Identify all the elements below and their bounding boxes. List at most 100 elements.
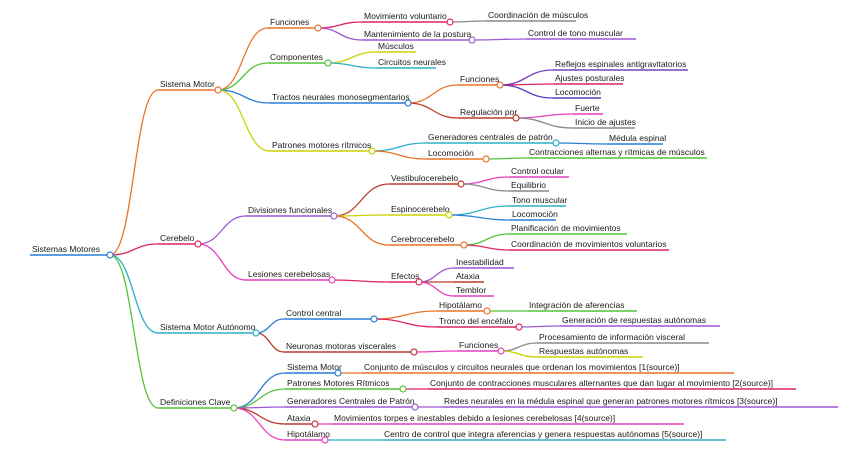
collapse-toggle-icon[interactable] xyxy=(324,59,332,67)
collapse-toggle-icon[interactable] xyxy=(328,276,336,284)
node-label: Contracciones alternas y rítmicas de mús… xyxy=(529,147,705,157)
connector-line xyxy=(515,113,574,119)
map-node: Integración de aferencias xyxy=(527,300,637,312)
connector-line xyxy=(463,233,510,246)
collapse-toggle-icon[interactable] xyxy=(497,347,505,355)
node-label: Redes neurales en la médula espinal que … xyxy=(444,396,778,406)
map-node: Movimiento voluntario xyxy=(362,11,450,23)
map-node: Ataxia xyxy=(454,271,484,283)
map-node: Espinocerebelo xyxy=(389,204,450,216)
node-label: Generadores Centrales de Patrón xyxy=(287,396,415,406)
node-label: Funciones xyxy=(460,74,499,84)
collapse-toggle-icon[interactable] xyxy=(214,86,222,94)
collapse-toggle-icon[interactable] xyxy=(482,155,490,163)
connector-line xyxy=(109,254,159,334)
collapse-toggle-icon[interactable] xyxy=(460,241,468,249)
map-node: Sistema Motor xyxy=(158,79,218,91)
node-label: Mantenimiento de la postura xyxy=(364,29,472,39)
connector-line xyxy=(413,350,458,353)
node-label: Tronco del encéfalo xyxy=(439,316,514,326)
map-node: Conjunto de contracciones musculares alt… xyxy=(428,378,796,390)
map-node: Ataxia xyxy=(285,413,315,425)
connector-line xyxy=(371,142,427,152)
connector-line xyxy=(109,254,159,409)
connector-line xyxy=(418,267,455,283)
collapse-toggle-icon[interactable] xyxy=(368,147,376,155)
map-node: Sistema Motor xyxy=(285,362,342,374)
collapse-toggle-icon[interactable] xyxy=(370,315,378,323)
node-label: Generadores centrales de patrón xyxy=(428,132,553,142)
root-node: Sistemas Motores xyxy=(30,244,110,256)
connector-line xyxy=(317,27,363,41)
node-label: Hipotálamo xyxy=(287,429,330,439)
node-label: Control central xyxy=(286,308,341,318)
map-node: Patrones Motores Rítmicos xyxy=(285,378,403,390)
collapse-toggle-icon[interactable] xyxy=(314,24,322,32)
collapse-toggle-icon[interactable] xyxy=(552,139,560,147)
collapse-toggle-icon[interactable] xyxy=(311,420,319,428)
map-node: Coordinación de músculos xyxy=(486,10,588,22)
collapse-toggle-icon[interactable] xyxy=(252,329,260,337)
map-node: Efectos xyxy=(389,271,419,283)
map-node: Tronco del encéfalo xyxy=(437,316,519,328)
collapse-toggle-icon[interactable] xyxy=(512,114,520,122)
collapse-toggle-icon[interactable] xyxy=(334,369,342,377)
collapse-toggle-icon[interactable] xyxy=(446,18,454,26)
connector-line xyxy=(460,183,510,192)
map-node: Reflejos espinales antigravitatorios xyxy=(553,59,688,71)
connector-line xyxy=(471,38,527,41)
collapse-toggle-icon[interactable] xyxy=(445,211,453,219)
node-label: Circuitos neurales xyxy=(378,57,446,67)
map-node: Generación de respuestas autónomas xyxy=(560,315,720,327)
map-node: Circuitos neurales xyxy=(376,57,446,69)
collapse-toggle-icon[interactable] xyxy=(399,385,407,393)
connector-line xyxy=(217,89,271,104)
collapse-toggle-icon[interactable] xyxy=(496,81,504,89)
map-node: Ajustes posturales xyxy=(553,73,624,85)
connector-line xyxy=(255,332,285,353)
collapse-toggle-icon[interactable] xyxy=(106,251,114,259)
connector-line xyxy=(518,325,561,328)
node-label: Funciones xyxy=(459,340,498,350)
connector-line xyxy=(460,176,510,185)
connector-line xyxy=(217,89,271,152)
connector-line xyxy=(327,51,377,64)
collapse-toggle-icon[interactable] xyxy=(483,307,491,315)
collapse-toggle-icon[interactable] xyxy=(321,436,329,444)
connector-line xyxy=(371,150,427,160)
map-node: Contracciones alternas y rítmicas de mús… xyxy=(527,147,707,159)
collapse-toggle-icon[interactable] xyxy=(457,180,465,188)
connector-line xyxy=(463,244,510,251)
connector-line xyxy=(407,84,459,104)
collapse-toggle-icon[interactable] xyxy=(468,36,476,44)
collapse-toggle-icon[interactable] xyxy=(194,240,202,248)
node-label: Cerebrocerebelo xyxy=(391,234,455,244)
node-label: Inicio de ajustes xyxy=(575,117,636,127)
collapse-toggle-icon[interactable] xyxy=(410,348,418,356)
map-node: Procesamiento de información visceral xyxy=(537,332,709,344)
node-label: Control de tono muscular xyxy=(528,28,623,38)
node-label: Sistema Motor xyxy=(160,79,215,89)
node-label: Temblor xyxy=(456,285,486,295)
collapse-toggle-icon[interactable] xyxy=(330,212,338,220)
map-node: Patrones motores rítmicos xyxy=(270,140,372,152)
node-label: Inestabilidad xyxy=(456,257,504,267)
collapse-toggle-icon[interactable] xyxy=(411,403,419,411)
node-label: Cerebelo xyxy=(160,233,195,243)
connector-line xyxy=(317,21,363,29)
collapse-toggle-icon[interactable] xyxy=(515,323,523,331)
collapse-toggle-icon[interactable] xyxy=(230,404,238,412)
connector-line xyxy=(418,281,455,297)
map-node: Cerebelo xyxy=(158,233,198,245)
node-label: Locomoción xyxy=(555,87,601,97)
connector-line xyxy=(217,27,269,91)
collapse-toggle-icon[interactable] xyxy=(404,99,412,107)
map-node: Vestibulocerebelo xyxy=(389,173,461,185)
node-label: Patrones Motores Rítmicos xyxy=(287,378,390,388)
map-node: Músculos xyxy=(376,41,416,53)
node-label: Divisiones funcionales xyxy=(248,205,332,215)
connector-line xyxy=(373,310,438,320)
node-label: Movimientos torpes e inestables debido a… xyxy=(334,413,615,423)
collapse-toggle-icon[interactable] xyxy=(415,278,423,286)
node-label: Coordinación de músculos xyxy=(488,10,588,20)
